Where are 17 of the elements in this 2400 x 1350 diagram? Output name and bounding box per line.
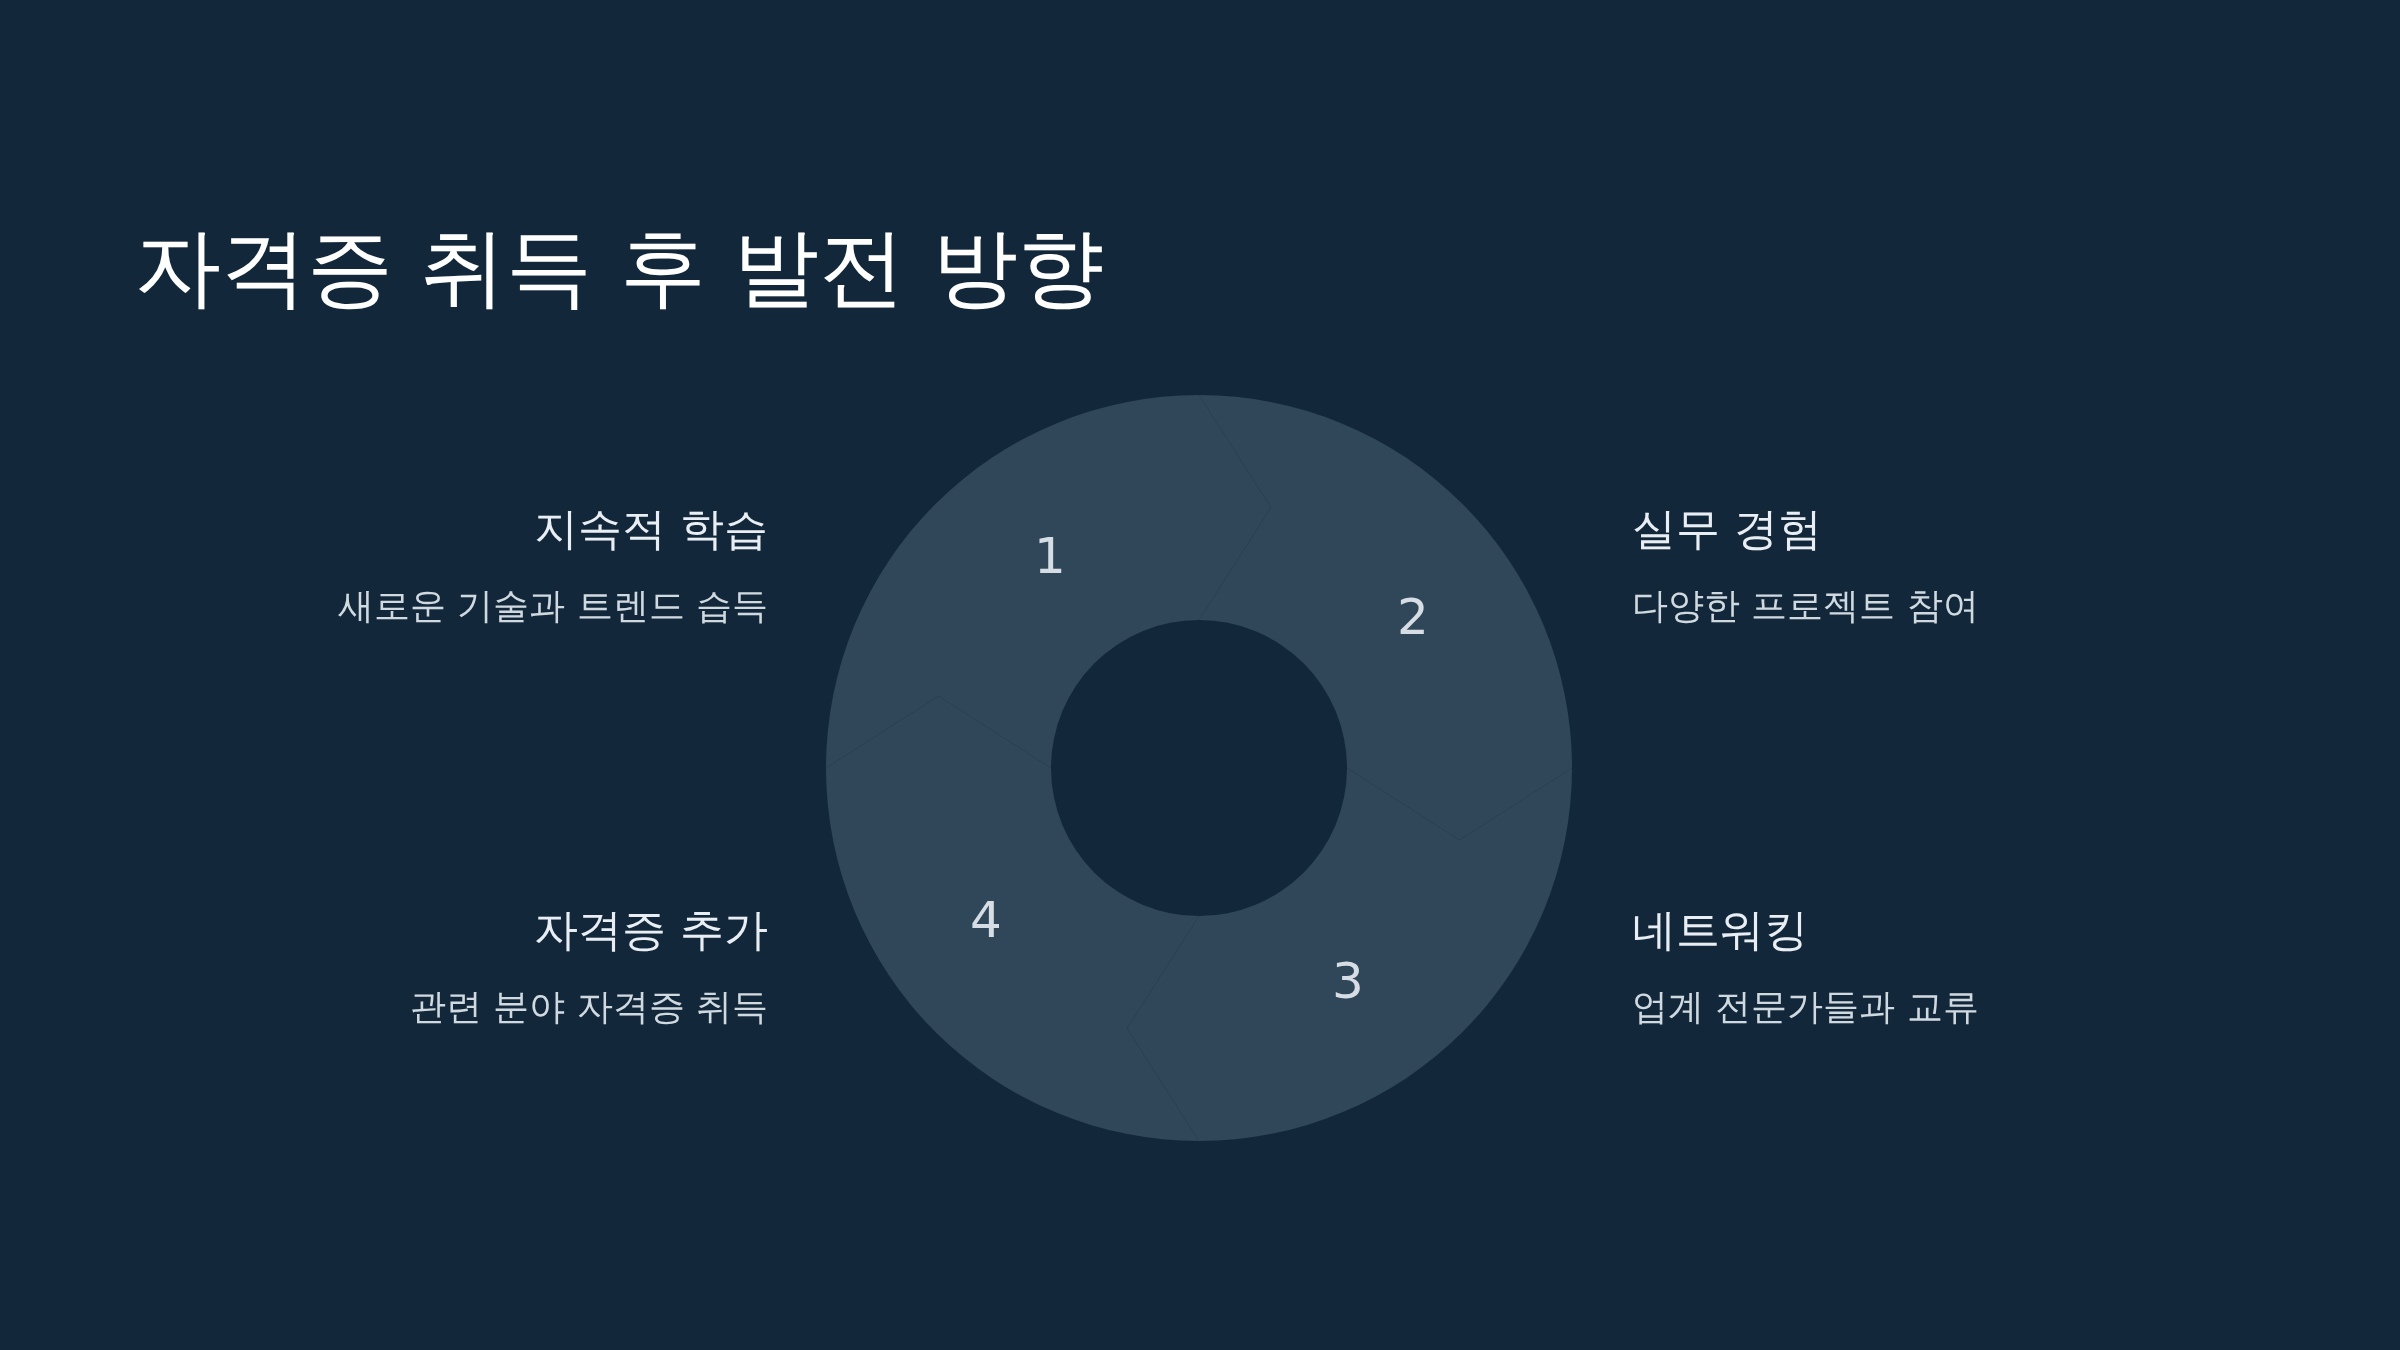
step-heading: 자격증 추가 (534, 903, 768, 957)
step-description: 관련 분야 자격증 취득 (409, 985, 768, 1029)
ring-segment (1199, 395, 1572, 840)
step-number: 2 (1397, 588, 1429, 646)
step-number: 1 (1034, 527, 1066, 585)
ring-segment (826, 395, 1271, 768)
step-heading: 지속적 학습 (534, 502, 768, 556)
title: 자격증 취득 후 발전 방향 (135, 216, 1105, 319)
step-description: 다양한 프로젝트 참여 (1632, 584, 1979, 628)
step-number: 3 (1332, 952, 1364, 1010)
ring-segment (826, 696, 1199, 1141)
step-description: 업계 전문가들과 교류 (1632, 985, 1979, 1029)
step-heading: 네트워킹 (1632, 903, 1808, 957)
step-description: 새로운 기술과 트렌드 습득 (337, 584, 768, 628)
step-number: 4 (970, 891, 1002, 949)
ring-segment (1127, 768, 1572, 1141)
step-heading: 실무 경험 (1632, 502, 1822, 556)
